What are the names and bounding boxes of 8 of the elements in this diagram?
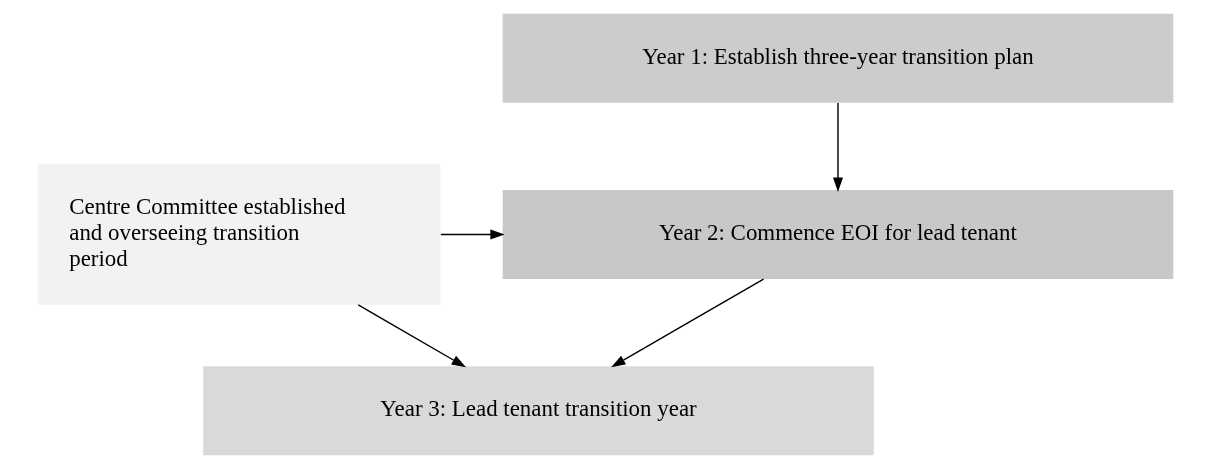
- arrow: [439, 229, 505, 240]
- node-box: Year 3: Lead tenant transition year: [202, 366, 874, 456]
- arrow: [357, 304, 466, 368]
- arrow: [832, 102, 843, 192]
- node-box: Year 1: Establish three-year transition plan: [502, 13, 1173, 103]
- node-box: Centre Committee established and overseeing transition period: [37, 164, 440, 305]
- arrow: [610, 278, 764, 368]
- node-box: Year 2: Commence EOI for lead tenant: [502, 190, 1173, 279]
